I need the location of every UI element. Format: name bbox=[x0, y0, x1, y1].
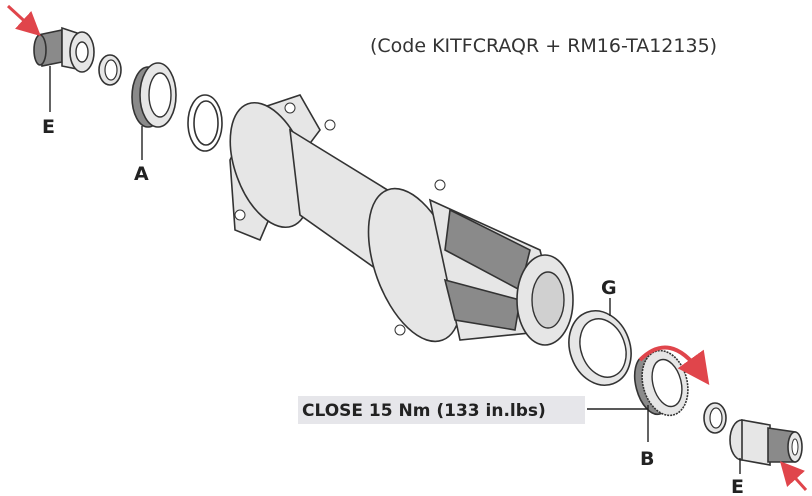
bearing-ring-a bbox=[131, 62, 177, 128]
torque-note-highlight bbox=[298, 396, 585, 424]
code-note: (Code KITFCRAQR + RM16-TA12135) bbox=[370, 35, 717, 57]
torque-note: CLOSE 15 Nm (133 in.lbs) bbox=[302, 401, 546, 421]
seal-ring-top bbox=[187, 94, 223, 152]
end-cap-e-top bbox=[33, 26, 95, 73]
label-a: A bbox=[134, 163, 149, 185]
label-g: G bbox=[601, 277, 617, 299]
end-cap-e-bottom bbox=[729, 419, 803, 466]
label-e-bottom: E bbox=[731, 476, 744, 496]
tighten-arrow bbox=[638, 345, 710, 386]
hub-body bbox=[229, 94, 574, 346]
label-e-top: E bbox=[42, 116, 55, 138]
label-b: B bbox=[640, 448, 654, 470]
ring-g bbox=[568, 310, 632, 386]
insert-arrow-bottom bbox=[779, 461, 808, 492]
insert-arrow-top bbox=[6, 4, 41, 37]
